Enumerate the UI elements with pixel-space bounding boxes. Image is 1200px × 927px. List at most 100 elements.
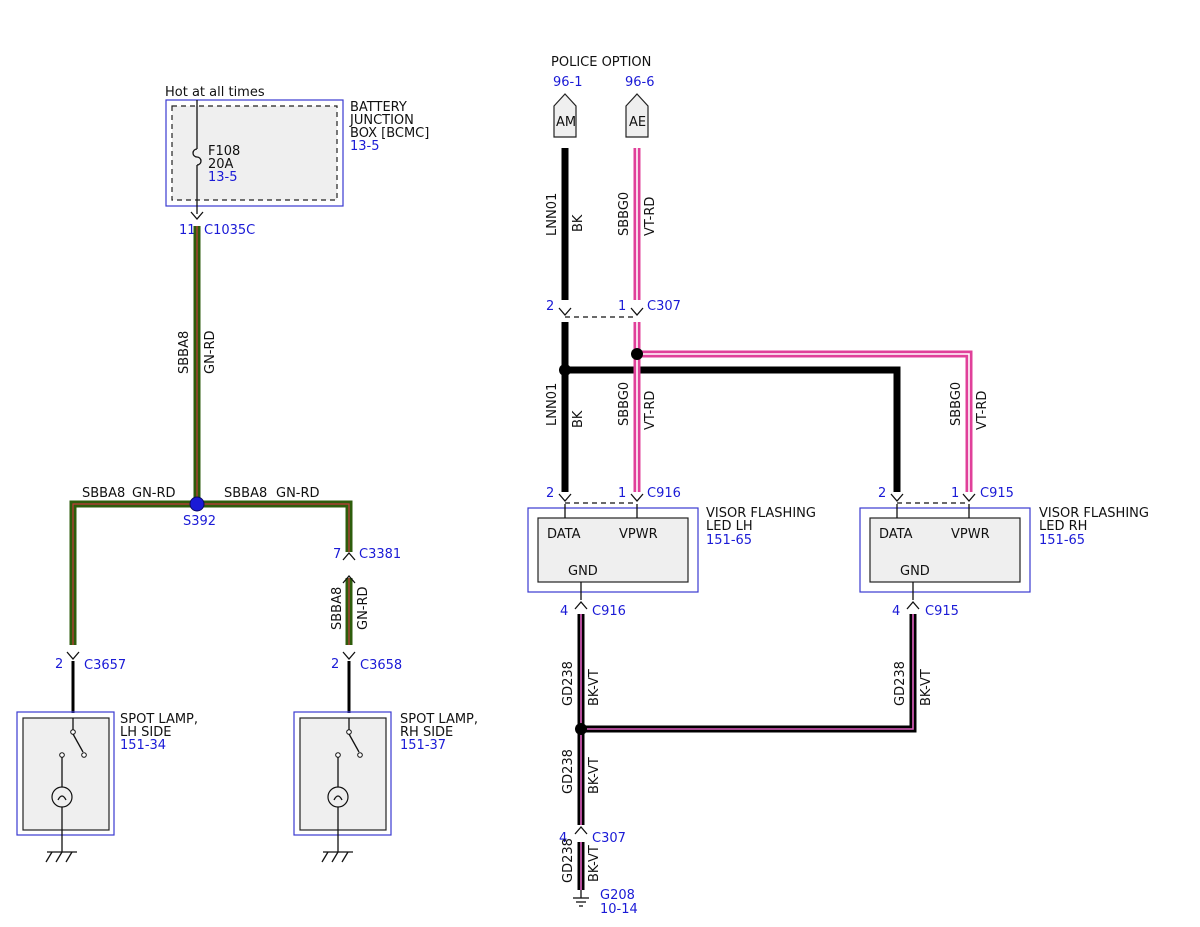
ground-symbol-lh bbox=[45, 851, 77, 863]
upper-bk-color: BK bbox=[571, 214, 586, 232]
c307-bottom-pin: 4 bbox=[559, 831, 567, 846]
rh-vt-circuit: SBBG0 bbox=[949, 382, 964, 426]
c3658-name[interactable]: C3658 bbox=[360, 658, 402, 673]
c915-top-pin-right: 1 bbox=[951, 486, 959, 501]
right-circuit: POLICE OPTION 96-1 96-6 AM AE LNN01 BK S… bbox=[527, 55, 1149, 917]
c916-top-pin1-symbol bbox=[630, 493, 644, 502]
gnd-mid-color: BK-VT bbox=[587, 757, 602, 794]
am-ref[interactable]: 96-1 bbox=[553, 75, 583, 90]
c3381-name[interactable]: C3381 bbox=[359, 547, 401, 562]
c915-top-pin-left: 2 bbox=[878, 486, 886, 501]
c1035c-pin: 11 bbox=[179, 223, 196, 238]
c3657-name[interactable]: C3657 bbox=[84, 658, 126, 673]
c307-top-pin2-symbol bbox=[558, 307, 572, 316]
c916-top-name[interactable]: C916 bbox=[647, 486, 681, 501]
visor-rh-name-line-1: VISOR FLASHING bbox=[1039, 506, 1149, 521]
branch-right-color: GN-RD bbox=[276, 486, 320, 501]
spot-lh-name-line-2: LH SIDE bbox=[120, 725, 171, 740]
upper-bk-circuit: LNN01 bbox=[545, 193, 560, 236]
bjb-name-line-1: BATTERY bbox=[350, 100, 407, 115]
c307-top-pin1-symbol bbox=[630, 307, 644, 316]
c3381-pin-symbol-bottom bbox=[342, 575, 356, 584]
gnd-splice-dot[interactable] bbox=[575, 723, 587, 735]
ae-ref[interactable]: 96-6 bbox=[625, 75, 655, 90]
c915-bottom-pin: 4 bbox=[892, 604, 900, 619]
visor-flashing-led-lh[interactable] bbox=[527, 504, 699, 593]
upper-vt-circuit: SBBG0 bbox=[617, 192, 632, 236]
c307-bottom-name[interactable]: C307 bbox=[592, 831, 626, 846]
c916-top-pin-right: 1 bbox=[618, 486, 626, 501]
c307-top-pin-right: 1 bbox=[618, 299, 626, 314]
visor-lh-name-line-2: LED LH bbox=[706, 519, 753, 534]
c3381-pin: 7 bbox=[333, 547, 341, 562]
bjb-name-line-3: BOX [BCMC] bbox=[350, 126, 429, 141]
am-connector-shape[interactable] bbox=[553, 93, 577, 138]
c915-top-pin2-symbol bbox=[890, 493, 904, 502]
splice-s392-label: S392 bbox=[183, 514, 216, 529]
splice-s392-dot[interactable] bbox=[189, 496, 205, 512]
c3381-pin-symbol-top bbox=[342, 552, 356, 561]
spot-lamp-lh[interactable] bbox=[16, 711, 115, 852]
c915-bottom-name[interactable]: C915 bbox=[925, 604, 959, 619]
rh-short-wire-circuit: SBBA8 bbox=[330, 587, 345, 630]
branch-left-circuit: SBBA8 bbox=[82, 486, 125, 501]
spot-rh-name-line-2: RH SIDE bbox=[400, 725, 453, 740]
ae-connector-shape[interactable] bbox=[625, 93, 649, 138]
rh-vt-color: VT-RD bbox=[975, 391, 990, 430]
visor-flashing-led-rh[interactable] bbox=[859, 504, 1031, 593]
ground-g208-symbol[interactable] bbox=[573, 890, 589, 907]
lower-bk-color: BK bbox=[571, 410, 586, 428]
fuse-ref[interactable]: 13-5 bbox=[208, 170, 238, 185]
c915-top-name[interactable]: C915 bbox=[980, 486, 1014, 501]
gn-rd-wire-network bbox=[69, 226, 353, 645]
fuse-rating: 20A bbox=[208, 157, 234, 172]
gnd-bottom-color: BK-VT bbox=[587, 845, 602, 882]
bk-wire-network bbox=[561, 148, 901, 492]
bk-vt-wire-network bbox=[577, 614, 917, 890]
vt-splice-dot[interactable] bbox=[631, 348, 643, 360]
ae-label: AE bbox=[629, 115, 646, 130]
trunk-wire-color: GN-RD bbox=[203, 330, 218, 374]
ground-g208-name: G208 bbox=[600, 888, 635, 903]
spot-lh-ref[interactable]: 151-34 bbox=[120, 738, 166, 753]
spot-rh-ref[interactable]: 151-37 bbox=[400, 738, 446, 753]
visor-rh-pin-gnd: GND bbox=[900, 564, 930, 579]
c307-top-name[interactable]: C307 bbox=[647, 299, 681, 314]
vt-rd-wire-network bbox=[633, 148, 973, 492]
lower-bk-circuit: LNN01 bbox=[545, 383, 560, 426]
branch-left-color: GN-RD bbox=[132, 486, 176, 501]
rh-short-wire-color: GN-RD bbox=[356, 586, 371, 630]
bjb-ref[interactable]: 13-5 bbox=[350, 139, 380, 154]
bk-splice-dot[interactable] bbox=[559, 364, 571, 376]
c916-bottom-name[interactable]: C916 bbox=[592, 604, 626, 619]
c915-top-pin1-symbol bbox=[962, 493, 976, 502]
branch-right-circuit: SBBA8 bbox=[224, 486, 267, 501]
visor-rh-ref[interactable]: 151-65 bbox=[1039, 533, 1085, 548]
c1035c-name[interactable]: C1035C bbox=[204, 223, 255, 238]
c3657-pin-symbol bbox=[66, 651, 80, 660]
spot-lamp-rh[interactable] bbox=[293, 711, 392, 852]
visor-lh-pin-gnd: GND bbox=[568, 564, 598, 579]
gnd-lh-color: BK-VT bbox=[587, 669, 602, 706]
c3657-pin: 2 bbox=[55, 657, 63, 672]
ground-g208-ref[interactable]: 10-14 bbox=[600, 902, 638, 917]
c3658-pin: 2 bbox=[331, 657, 339, 672]
c916-bottom-pin-symbol bbox=[574, 601, 588, 610]
ground-symbol-rh bbox=[321, 851, 353, 863]
gnd-rh-color: BK-VT bbox=[919, 669, 934, 706]
spot-lh-name-line-1: SPOT LAMP, bbox=[120, 712, 198, 727]
c307-bottom-pin-symbol bbox=[574, 826, 588, 835]
fuse-name: F108 bbox=[208, 144, 240, 159]
bjb-name-line-2: JUNCTION bbox=[349, 113, 414, 128]
visor-rh-pin-data: DATA bbox=[879, 527, 913, 542]
gnd-bottom-circuit: GD238 bbox=[561, 838, 576, 883]
visor-lh-ref[interactable]: 151-65 bbox=[706, 533, 752, 548]
police-option-label: POLICE OPTION bbox=[551, 55, 651, 70]
battery-junction-box[interactable] bbox=[165, 99, 344, 207]
lower-vt-circuit: SBBG0 bbox=[617, 382, 632, 426]
upper-vt-color: VT-RD bbox=[643, 197, 658, 236]
c3658-pin-symbol bbox=[342, 651, 356, 660]
hot-at-all-times-label: Hot at all times bbox=[165, 85, 265, 100]
visor-lh-pin-vpwr: VPWR bbox=[619, 527, 658, 542]
